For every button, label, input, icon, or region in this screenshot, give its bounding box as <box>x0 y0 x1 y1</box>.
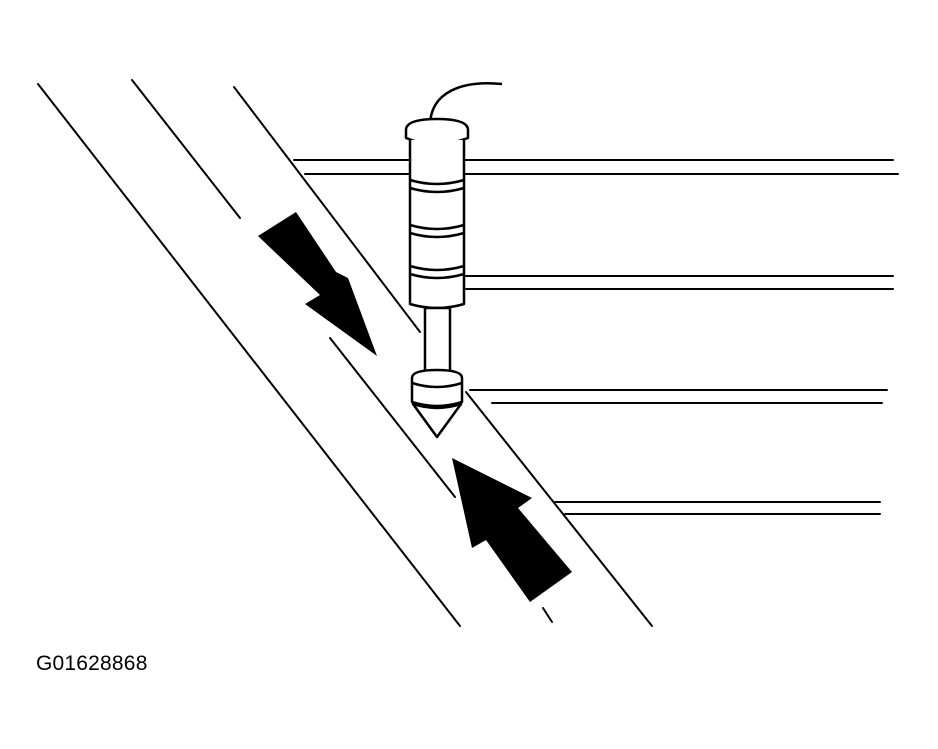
diagonal-line-inner-left-lower <box>329 337 456 498</box>
diagonal-line-inner-right-upper <box>233 86 421 333</box>
probe-band-2b <box>409 231 465 239</box>
probe-band-1b <box>409 186 465 194</box>
probe-cable <box>428 82 503 127</box>
probe-band-3b <box>409 272 465 280</box>
arrow-up-left-icon <box>452 458 572 602</box>
diagonal-line-tail-dash <box>542 607 553 623</box>
tapered-probe-icon <box>404 82 503 439</box>
probe-handle <box>408 140 466 310</box>
probe-shaft <box>423 306 452 376</box>
probe-cone-tip <box>411 402 463 439</box>
figure-code-label: G01628868 <box>36 652 148 675</box>
arrow-down-right-icon <box>258 212 377 356</box>
horizontal-fin-lines <box>293 159 899 515</box>
probe-band-1 <box>409 178 465 186</box>
flow-arrows <box>258 212 572 602</box>
probe-band-2 <box>409 223 465 231</box>
diagonal-line-inner-right-lower <box>465 391 653 627</box>
diagonal-line-inner-left-upper <box>131 79 241 219</box>
probe-tip-collar-band <box>411 381 463 389</box>
diagonal-line-outer-left <box>37 83 461 627</box>
probe-band-3 <box>409 264 465 272</box>
diagonal-groove-lines <box>37 79 653 627</box>
